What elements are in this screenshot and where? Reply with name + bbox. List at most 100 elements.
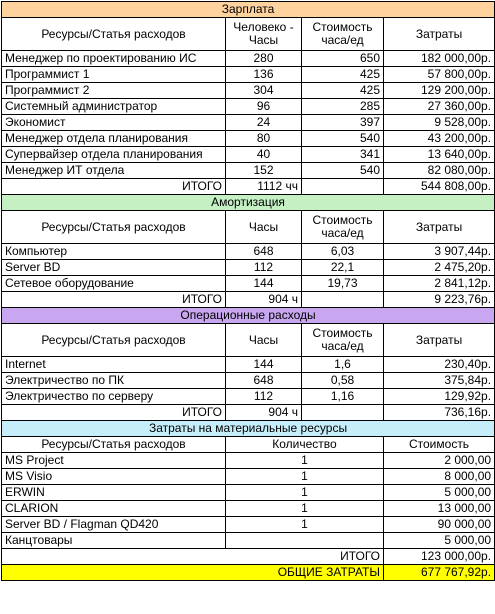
salary-total-cost[interactable]: 544 808,00р.: [382, 178, 495, 195]
salary-header-hours[interactable]: Человеко - Часы: [225, 17, 302, 51]
material-cell[interactable]: 13 000,00: [382, 500, 495, 517]
salary-cell[interactable]: 304: [225, 82, 302, 99]
salary-cell[interactable]: 129 200,00р.: [382, 82, 495, 99]
salary-cell[interactable]: 27 360,00р.: [382, 98, 495, 115]
operational-cell[interactable]: 144: [225, 356, 302, 373]
material-cell[interactable]: 1: [225, 516, 384, 533]
operational-cell[interactable]: 375,84р.: [382, 372, 495, 389]
operational-cell[interactable]: Internet: [1, 356, 226, 373]
amortization-cell[interactable]: 22,1: [301, 259, 384, 276]
material-cell[interactable]: 5 000,00: [382, 532, 495, 549]
material-cell[interactable]: MS Project: [1, 452, 226, 469]
operational-cell[interactable]: 129,92р.: [382, 388, 495, 405]
material-cell[interactable]: 90 000,00: [382, 516, 495, 533]
material-header-resource[interactable]: Ресурсы/Статья расходов: [1, 436, 226, 453]
salary-cell[interactable]: 540: [301, 162, 384, 179]
salary-cell[interactable]: Менеджер отдела планирования: [1, 130, 226, 147]
operational-total-label[interactable]: ИТОГО: [1, 404, 226, 421]
amortization-header-hours[interactable]: Часы: [225, 210, 302, 244]
amortization-cell[interactable]: 6,03: [301, 243, 384, 260]
salary-cell[interactable]: 182 000,00р.: [382, 50, 495, 67]
material-cell[interactable]: ERWIN: [1, 484, 226, 501]
salary-cell[interactable]: Супервайзер отдела планирования: [1, 146, 226, 163]
material-total-spacer[interactable]: [1, 548, 226, 565]
material-cell[interactable]: Server BD / Flagman QD420: [1, 516, 226, 533]
operational-cell[interactable]: 1,16: [301, 388, 384, 405]
salary-cell[interactable]: 57 800,00р.: [382, 66, 495, 83]
salary-total-empty[interactable]: [301, 178, 384, 195]
operational-cell[interactable]: Электричество по ПК: [1, 372, 226, 389]
amortization-title[interactable]: Амортизация: [0, 194, 495, 211]
material-cell[interactable]: 8 000,00: [382, 468, 495, 485]
material-cell[interactable]: 2 000,00: [382, 452, 495, 469]
salary-cell[interactable]: 80: [225, 130, 302, 147]
grand-total-spacer[interactable]: [1, 564, 226, 581]
material-cell[interactable]: CLARION: [1, 500, 226, 517]
salary-header-cost[interactable]: Затраты: [382, 17, 495, 51]
salary-cell[interactable]: 425: [301, 66, 384, 83]
amortization-cell[interactable]: 648: [225, 243, 302, 260]
operational-header-rate[interactable]: Стоимость часа/ед: [301, 323, 384, 357]
material-total-label[interactable]: ИТОГО: [225, 548, 384, 565]
material-header-quantity[interactable]: Количество: [225, 436, 384, 453]
salary-header-rate[interactable]: Стоимость часа/ед: [301, 17, 384, 51]
operational-cell[interactable]: Электричество по серверу: [1, 388, 226, 405]
salary-cell[interactable]: Программист 1: [1, 66, 226, 83]
operational-total-hours[interactable]: 904 ч: [225, 404, 302, 421]
salary-header-resource[interactable]: Ресурсы/Статья расходов: [1, 17, 226, 51]
salary-cell[interactable]: Системный администратор: [1, 98, 226, 115]
amortization-total-cost[interactable]: 9 223,76р.: [382, 291, 495, 308]
salary-cell[interactable]: 650: [301, 50, 384, 67]
salary-total-label[interactable]: ИТОГО: [1, 178, 226, 195]
material-cell[interactable]: 5 000,00: [382, 484, 495, 501]
operational-cell[interactable]: 112: [225, 388, 302, 405]
salary-cell[interactable]: 9 528,00р.: [382, 114, 495, 131]
amortization-header-rate[interactable]: Стоимость часа/ед: [301, 210, 384, 244]
salary-cell[interactable]: Программист 2: [1, 82, 226, 99]
amortization-total-empty[interactable]: [301, 291, 384, 308]
salary-cell[interactable]: 152: [225, 162, 302, 179]
amortization-cell[interactable]: 2 475,20р.: [382, 259, 495, 276]
amortization-cell[interactable]: 19,73: [301, 275, 384, 292]
amortization-cell[interactable]: 144: [225, 275, 302, 292]
amortization-total-label[interactable]: ИТОГО: [1, 291, 226, 308]
operational-header-hours[interactable]: Часы: [225, 323, 302, 357]
salary-cell[interactable]: 397: [301, 114, 384, 131]
salary-cell[interactable]: 24: [225, 114, 302, 131]
operational-cell[interactable]: 1,6: [301, 356, 384, 373]
salary-cell[interactable]: 136: [225, 66, 302, 83]
operational-cell[interactable]: 0,58: [301, 372, 384, 389]
salary-cell[interactable]: Экономист: [1, 114, 226, 131]
material-cell[interactable]: 1: [225, 500, 384, 517]
material-total-cost[interactable]: 123 000,00р.: [382, 548, 495, 565]
amortization-header-resource[interactable]: Ресурсы/Статья расходов: [1, 210, 226, 244]
amortization-cell[interactable]: Сетевое оборудование: [1, 275, 226, 292]
material-cell[interactable]: Канцтовары: [1, 532, 226, 549]
material-cell[interactable]: 1: [225, 468, 384, 485]
amortization-cell[interactable]: Компьютер: [1, 243, 226, 260]
salary-cell[interactable]: 285: [301, 98, 384, 115]
operational-header-resource[interactable]: Ресурсы/Статья расходов: [1, 323, 226, 357]
material-header-cost[interactable]: Стоимость: [382, 436, 495, 453]
salary-cell[interactable]: 96: [225, 98, 302, 115]
operational-title[interactable]: Операционные расходы: [0, 307, 495, 324]
salary-cell[interactable]: 280: [225, 50, 302, 67]
amortization-header-cost[interactable]: Затраты: [382, 210, 495, 244]
salary-cell[interactable]: Менеджер по проектированию ИС: [1, 50, 226, 67]
amortization-cell[interactable]: 112: [225, 259, 302, 276]
grand-total-value[interactable]: 677 767,92р.: [382, 564, 495, 581]
material-cell[interactable]: 1: [225, 484, 384, 501]
amortization-cell[interactable]: 3 907,44р.: [382, 243, 495, 260]
operational-cell[interactable]: 648: [225, 372, 302, 389]
material-title[interactable]: Затраты на материальные ресурсы: [0, 420, 495, 437]
salary-cell[interactable]: 341: [301, 146, 384, 163]
amortization-cell[interactable]: Server BD: [1, 259, 226, 276]
operational-total-cost[interactable]: 736,16р.: [382, 404, 495, 421]
salary-cell[interactable]: 40: [225, 146, 302, 163]
material-cell[interactable]: 1: [225, 452, 384, 469]
salary-total-hours[interactable]: 1112 чч: [225, 178, 302, 195]
salary-cell[interactable]: 43 200,00р.: [382, 130, 495, 147]
salary-cell[interactable]: 13 640,00р.: [382, 146, 495, 163]
salary-cell[interactable]: 540: [301, 130, 384, 147]
operational-header-cost[interactable]: Затраты: [382, 323, 495, 357]
